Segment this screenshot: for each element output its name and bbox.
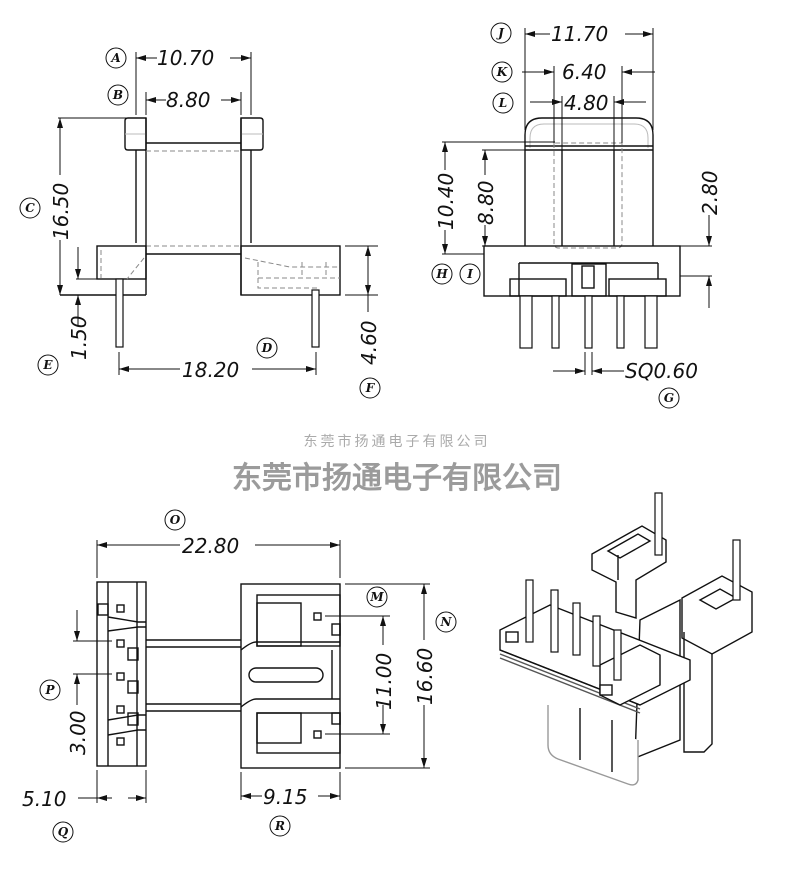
dim-c-value: 16.50 bbox=[49, 183, 73, 240]
pin bbox=[592, 615, 601, 667]
dim-m-label: M bbox=[369, 590, 384, 604]
dim-n-value: 16.60 bbox=[413, 648, 437, 705]
dim-r-label: R bbox=[274, 819, 285, 833]
dim-j-value: 11.70 bbox=[551, 22, 608, 46]
right-top-flange bbox=[240, 117, 264, 151]
dim-d-label: D bbox=[261, 341, 273, 355]
pin bbox=[572, 602, 581, 656]
bottom-view: 22.80 O 11.00 M 16.60 N 3.00 P 5.10 bbox=[22, 509, 457, 843]
dim-g-label: G bbox=[664, 391, 674, 405]
dim-h-value: 10.40 bbox=[434, 173, 458, 230]
left-base bbox=[96, 245, 147, 280]
pin bbox=[550, 589, 559, 653]
dim-o-label: O bbox=[170, 513, 181, 527]
dim-m-value: 11.00 bbox=[372, 653, 396, 710]
pin bbox=[519, 295, 533, 349]
dim-e-value: 1.50 bbox=[67, 315, 91, 360]
pin bbox=[584, 295, 593, 349]
pin bbox=[644, 295, 658, 349]
isometric-view bbox=[499, 492, 753, 786]
core-slot bbox=[248, 667, 324, 683]
dim-a-value: 10.70 bbox=[157, 46, 214, 70]
dim-l-value: 4.80 bbox=[564, 91, 609, 115]
dim-q-value: 5.10 bbox=[22, 787, 67, 811]
dim-b-label: B bbox=[112, 88, 123, 102]
side-view: 11.70 J 6.40 K 4.80 L 10.40 H 8.80 bbox=[431, 22, 722, 409]
pin bbox=[616, 295, 625, 349]
dim-k-value: 6.40 bbox=[562, 60, 607, 84]
dim-d-value: 18.20 bbox=[182, 358, 239, 382]
front-view: 10.70 A 8.80 B 16.50 C 1.50 E 18.20 D bbox=[19, 46, 381, 399]
pin bbox=[551, 295, 560, 349]
dim-q-label: Q bbox=[58, 825, 69, 839]
watermark: 东莞市扬通电子有限公司 bbox=[232, 461, 562, 496]
dim-2-80-value: 2.80 bbox=[698, 170, 722, 215]
dim-c-label: C bbox=[25, 201, 35, 215]
dim-o-value: 22.80 bbox=[182, 534, 239, 558]
dim-i-label: I bbox=[466, 267, 473, 281]
dim-r-value: 9.15 bbox=[263, 785, 308, 809]
pin bbox=[115, 278, 124, 348]
pin bbox=[311, 289, 320, 348]
pin bbox=[732, 539, 741, 601]
dim-h-label: H bbox=[435, 267, 448, 281]
dim-f-value: 4.60 bbox=[357, 320, 381, 365]
dim-j-label: J bbox=[496, 26, 505, 40]
dim-i-value: 8.80 bbox=[474, 180, 498, 225]
dim-g-value: SQ0.60 bbox=[625, 359, 698, 383]
pin bbox=[525, 579, 534, 643]
top-cap bbox=[524, 117, 654, 150]
dim-e-label: E bbox=[42, 358, 53, 372]
dim-a-label: A bbox=[110, 51, 120, 65]
company-caption: 东莞市扬通电子有限公司 bbox=[304, 433, 491, 450]
dim-f-label: F bbox=[365, 381, 376, 395]
dim-b-value: 8.80 bbox=[166, 88, 211, 112]
dim-p-label: P bbox=[44, 683, 55, 697]
dim-k-label: K bbox=[496, 65, 508, 79]
dim-p-value: 3.00 bbox=[66, 710, 90, 755]
right-block bbox=[240, 583, 341, 769]
pin bbox=[613, 629, 622, 681]
right-base bbox=[240, 245, 341, 296]
pin bbox=[654, 492, 663, 556]
dim-l-label: L bbox=[498, 96, 507, 110]
dim-n-label: N bbox=[440, 615, 453, 629]
